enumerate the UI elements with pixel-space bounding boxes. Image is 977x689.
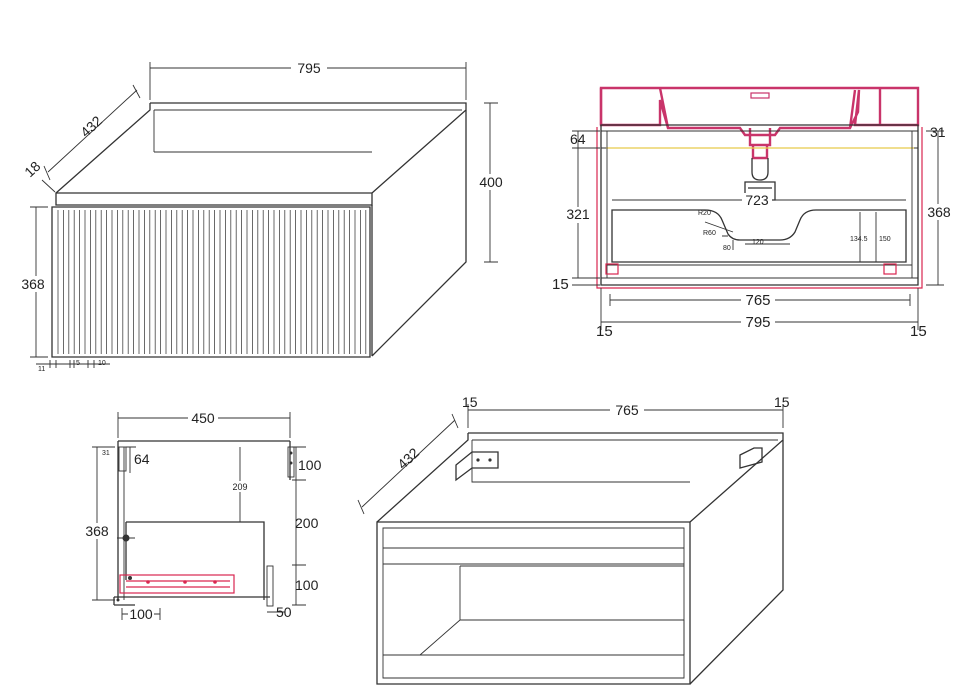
- side-bottom-bracket: [266, 565, 274, 607]
- dim-723: 723: [745, 192, 769, 208]
- view-side: 450 31 64 368 209 100 200 100 50 100: [83, 410, 322, 622]
- dim-15-br: 15: [910, 323, 927, 340]
- cabinet-front-panel: [51, 206, 371, 358]
- dim-line-432: [43, 84, 141, 181]
- dim-321: 321: [566, 206, 590, 222]
- fluted-grooves: [57, 210, 367, 354]
- bracket-right: [883, 263, 897, 275]
- dim-15-bl: 15: [596, 323, 613, 340]
- dim-450: 450: [191, 410, 215, 426]
- drawer-cutout: [611, 209, 907, 263]
- dim-line-right-side: [292, 446, 306, 606]
- cabinet-top-front: [55, 192, 373, 206]
- bracket-hanger-left: [455, 451, 499, 482]
- cabinet-top-back: [55, 102, 467, 194]
- view-front-basin: 723 R20 R60 80 120 134.5 150 64 321 15 3…: [552, 86, 954, 340]
- dim-64: 64: [570, 131, 586, 147]
- carcass-inner-back: [471, 439, 778, 483]
- dim-15-left: 15: [552, 276, 569, 293]
- dim-18: 18: [21, 158, 43, 180]
- bracket-left: [605, 263, 619, 275]
- dim-100-left: 100: [129, 606, 153, 622]
- label-80: 80: [723, 245, 731, 252]
- dim-50: 50: [276, 604, 292, 620]
- dim-368: 368: [21, 276, 45, 292]
- label-r60: R60: [703, 230, 716, 237]
- dim-line-bottom: [36, 360, 110, 368]
- side-right-bracket: [287, 446, 295, 478]
- front-inner-frame: [601, 131, 918, 279]
- label-120: 120: [752, 239, 764, 246]
- view-open-carcass: 765 15 15 432: [357, 394, 790, 685]
- side-base: [113, 580, 270, 606]
- dim-400: 400: [479, 174, 503, 190]
- front-cabinet-box: [600, 124, 919, 286]
- dim-432-open: 432: [394, 444, 422, 472]
- dim-765: 765: [745, 292, 770, 309]
- cabinet-right-side: [371, 110, 467, 357]
- dim-line-64: [572, 130, 600, 149]
- label-r20: R20: [698, 210, 711, 217]
- dim-64-side: 64: [134, 451, 150, 467]
- drawer-runner: [119, 574, 235, 594]
- side-outline: [117, 440, 291, 600]
- dim-200: 200: [295, 515, 319, 531]
- dim-209: 209: [232, 482, 247, 492]
- basin-drain: [748, 128, 772, 160]
- basin-outline: [599, 86, 920, 137]
- red-frame: [596, 127, 923, 289]
- carcass-inner-shelf: [419, 565, 685, 656]
- side-hardware-top: [118, 446, 127, 472]
- carcass-top-back: [376, 432, 784, 523]
- view-iso-cabinet: 795 432 18 400 368 11 5 10: [20, 60, 506, 373]
- dim-100-bottom: 100: [295, 577, 319, 593]
- dim-11: 11: [38, 366, 45, 373]
- dim-432: 432: [77, 112, 105, 140]
- runner-lines: [126, 580, 230, 588]
- dim-765-open: 765: [615, 402, 639, 418]
- label-134-5: 134.5: [850, 236, 868, 243]
- dim-15-open-left: 15: [462, 394, 478, 410]
- dim-31: 31: [930, 124, 946, 140]
- dim-31-side: 31: [102, 450, 110, 457]
- dim-line-64-side: [126, 446, 136, 473]
- side-drawer: [125, 521, 265, 580]
- dim-line-432-open: [357, 413, 459, 515]
- dim-368-right: 368: [927, 204, 951, 220]
- overflow-slot: [750, 92, 770, 99]
- side-inner-lines: [123, 447, 241, 600]
- cabinet-inner-back: [153, 109, 462, 153]
- bracket-hanger-right: [739, 447, 763, 469]
- dim-5: 5: [76, 360, 80, 367]
- dim-10: 10: [98, 360, 106, 367]
- dim-795: 795: [297, 60, 321, 76]
- dim-100-top: 100: [298, 457, 322, 473]
- dim-line-18: [41, 179, 56, 193]
- label-150: 150: [879, 236, 891, 243]
- basin-walls: [599, 87, 882, 129]
- carcass-front-frame: [376, 521, 691, 685]
- dim-795-front: 795: [745, 314, 770, 331]
- dim-15-open-right: 15: [774, 394, 790, 410]
- cutout-dims: [704, 212, 877, 262]
- dim-368-side: 368: [85, 523, 109, 539]
- carcass-inner-frame: [382, 527, 685, 679]
- carcass-right-side: [689, 440, 784, 685]
